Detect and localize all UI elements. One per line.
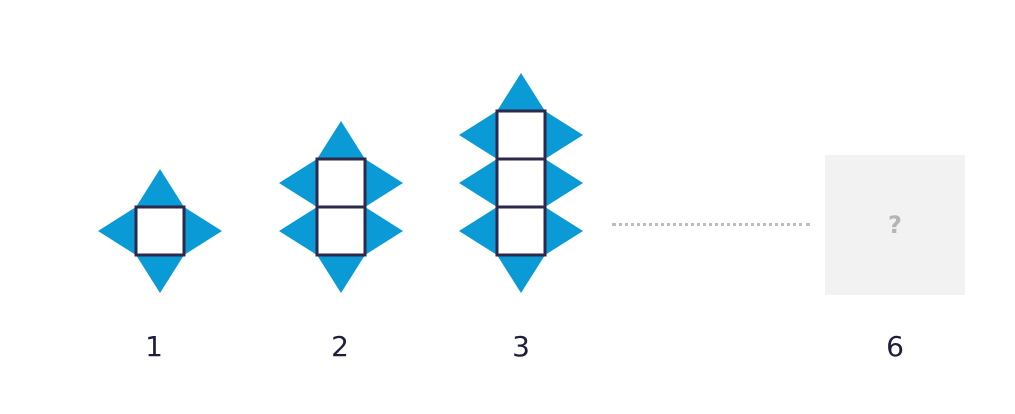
triangle-left <box>279 207 317 255</box>
triangle-left <box>459 111 497 159</box>
triangle-left <box>98 207 136 255</box>
triangle-top <box>136 169 184 207</box>
square <box>315 157 367 209</box>
triangle-left <box>459 159 497 207</box>
unknown-figure-box: ? <box>825 155 965 295</box>
triangle-right <box>545 111 583 159</box>
figure-label-6: 6 <box>886 330 904 363</box>
square <box>134 205 186 257</box>
triangle-bottom <box>497 255 545 293</box>
figure-label-1: 1 <box>145 330 163 363</box>
triangle-right <box>184 207 222 255</box>
triangle-left <box>459 207 497 255</box>
figure-label-3: 3 <box>512 330 530 363</box>
triangle-right <box>365 159 403 207</box>
triangle-left <box>279 159 317 207</box>
square <box>315 205 367 257</box>
triangle-bottom <box>136 255 184 293</box>
figure-label-2: 2 <box>331 330 349 363</box>
triangle-right <box>365 207 403 255</box>
triangle-bottom <box>317 255 365 293</box>
square <box>495 157 547 209</box>
square <box>495 205 547 257</box>
question-mark: ? <box>888 211 902 239</box>
triangle-top <box>497 73 545 111</box>
triangle-right <box>545 207 583 255</box>
triangle-right <box>545 159 583 207</box>
continuation-dots <box>612 223 810 226</box>
square <box>495 109 547 161</box>
triangle-top <box>317 121 365 159</box>
